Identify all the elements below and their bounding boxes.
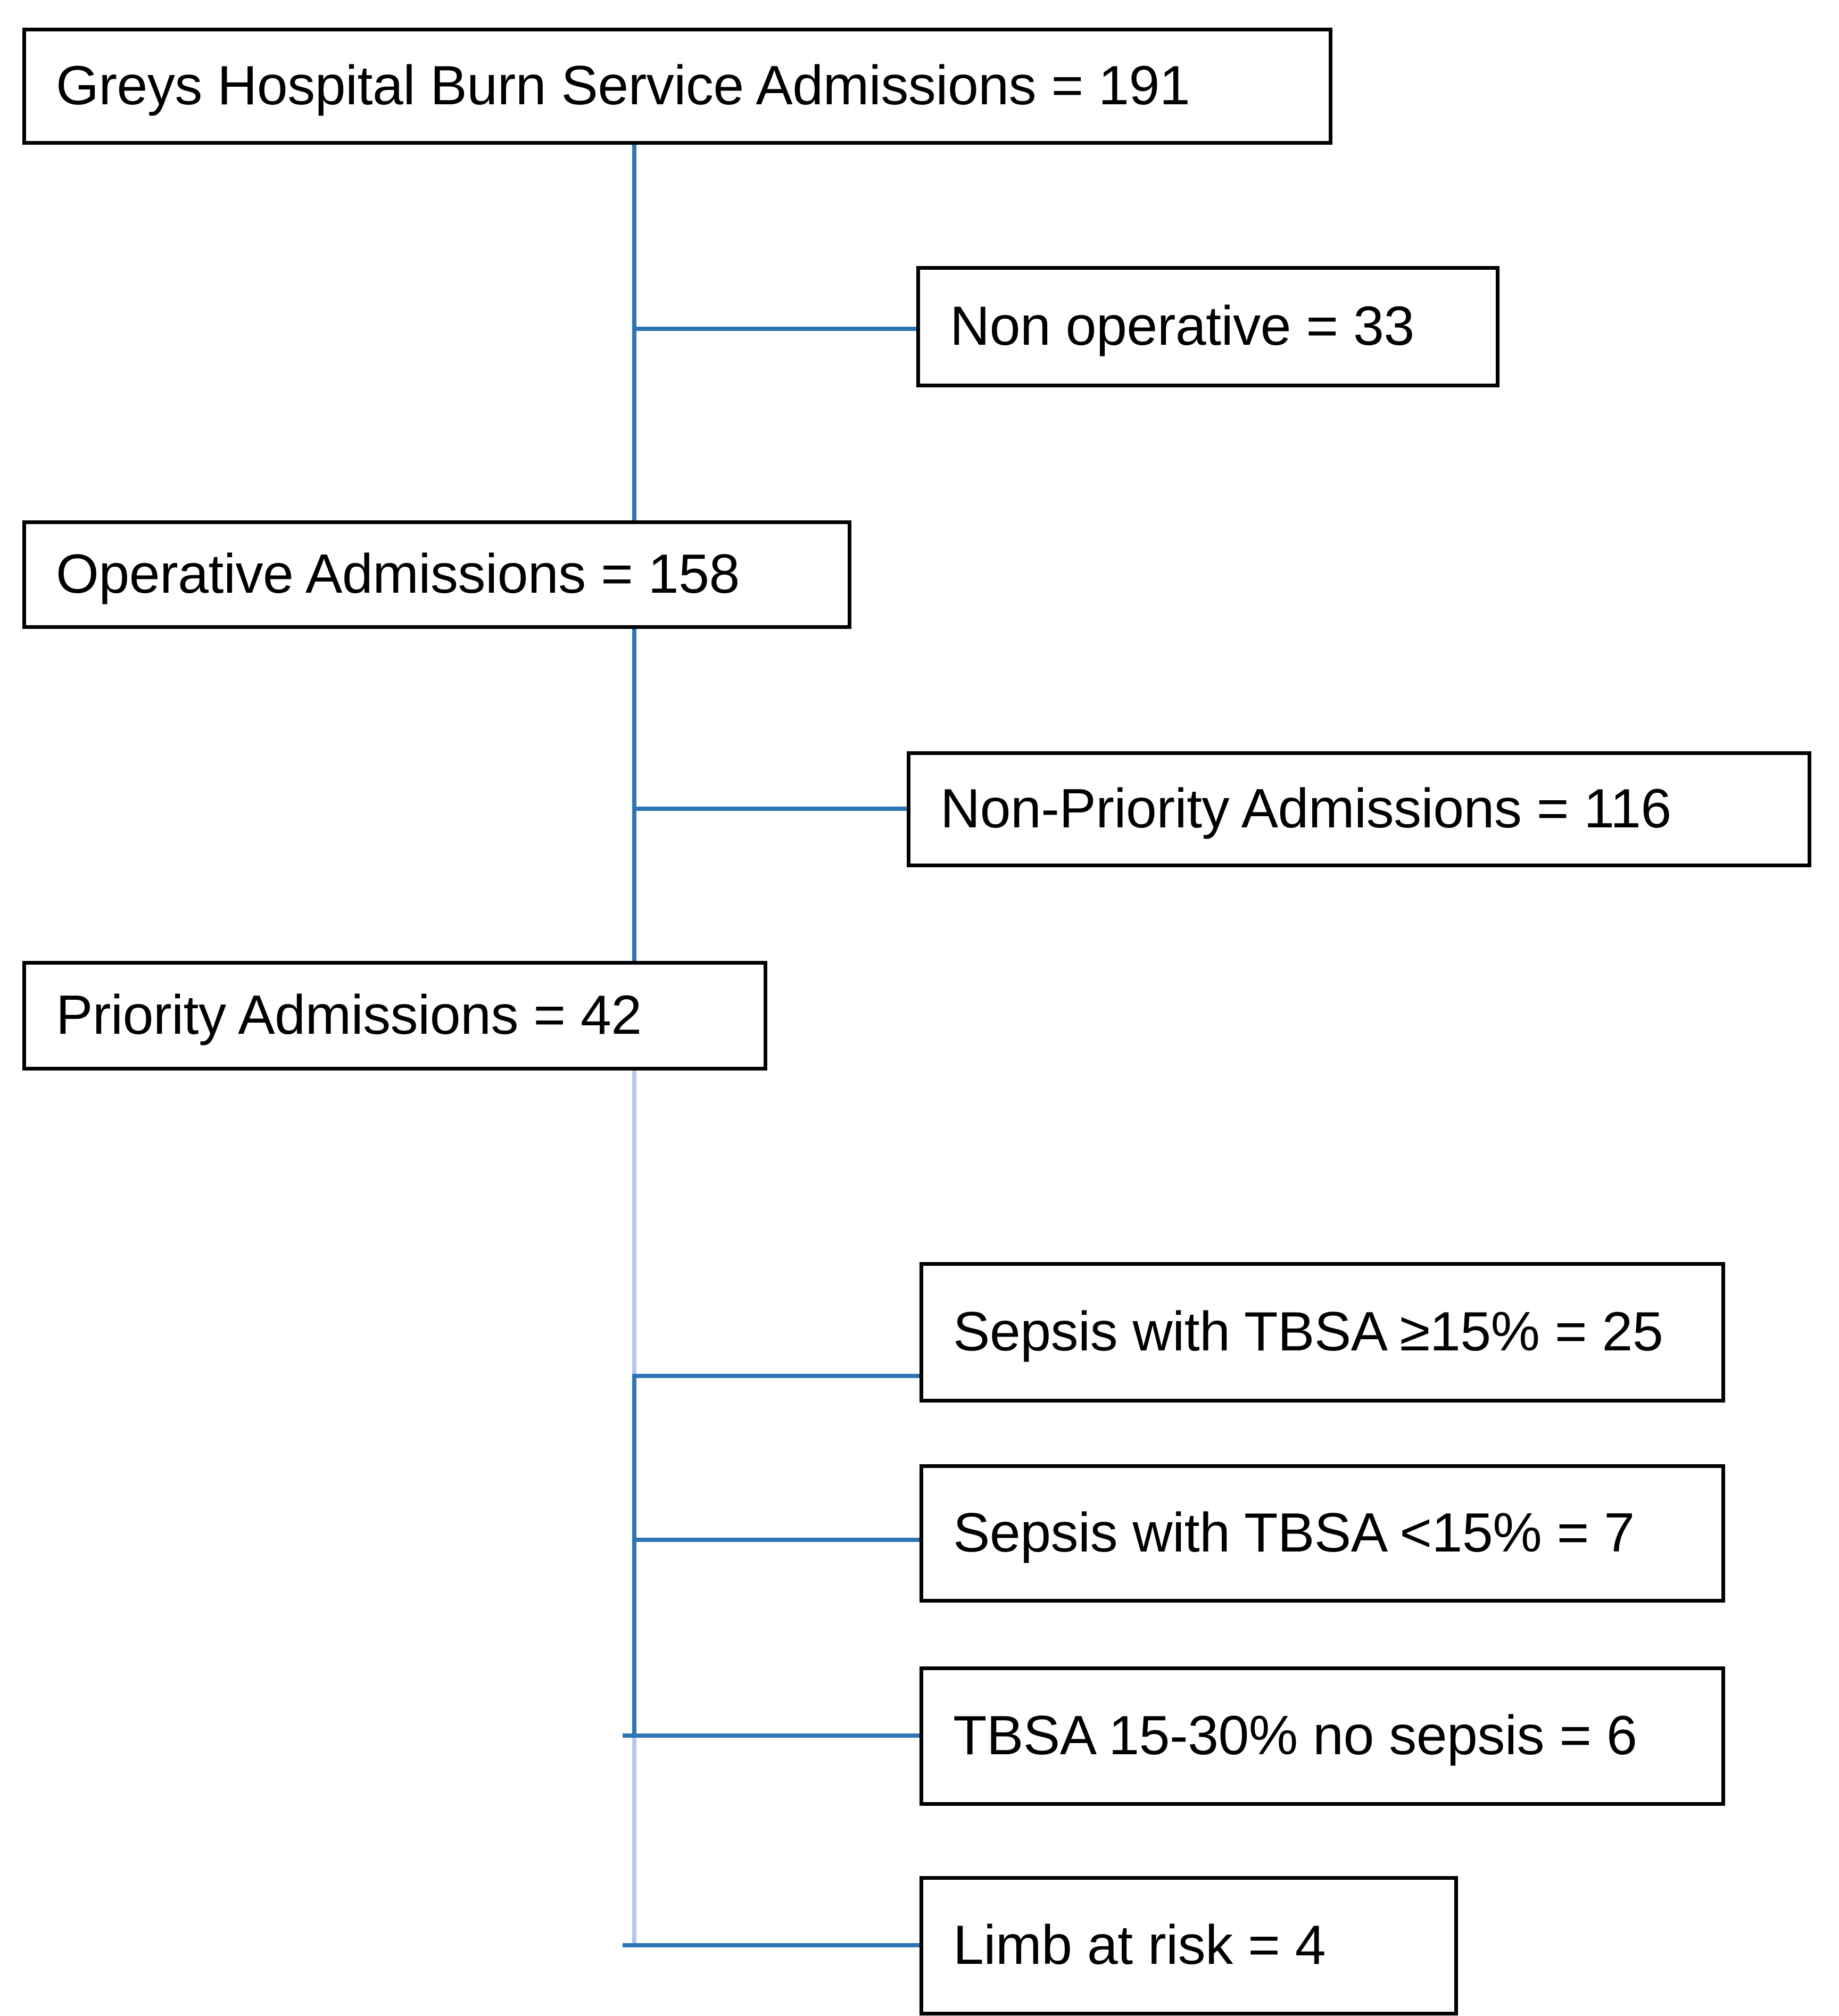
trunk-line-segment-tbsa bbox=[632, 1538, 636, 1736]
node-label-tbsa-15-30-no-sepsis: TBSA 15-30% no sepsis = 6 bbox=[953, 1705, 1637, 1767]
trunk-line-segment-upper-mid bbox=[632, 627, 636, 965]
node-label-priority-admissions: Priority Admissions = 42 bbox=[56, 984, 642, 1047]
node-label-total-admissions: Greys Hospital Burn Service Admissions =… bbox=[56, 55, 1190, 117]
node-label-non-operative: Non operative = 33 bbox=[950, 295, 1414, 358]
trunk-line-segment-top bbox=[632, 142, 636, 524]
branch-line-non-priority bbox=[632, 807, 907, 811]
branch-line-limb-at-risk bbox=[623, 1943, 920, 1947]
node-non-operative[interactable]: Non operative = 33 bbox=[916, 266, 1500, 387]
node-label-sepsis-tbsa-lt15: Sepsis with TBSA <15% = 7 bbox=[953, 1502, 1635, 1564]
trunk-line-segment-lower bbox=[632, 1067, 636, 1377]
node-sepsis-tbsa-lt15[interactable]: Sepsis with TBSA <15% = 7 bbox=[920, 1464, 1725, 1603]
branch-line-sepsis-lt15 bbox=[632, 1538, 920, 1542]
branch-line-non-operative bbox=[632, 327, 916, 331]
trunk-line-segment-bottom bbox=[632, 1733, 636, 1946]
node-tbsa-15-30-no-sepsis[interactable]: TBSA 15-30% no sepsis = 6 bbox=[920, 1666, 1725, 1806]
node-label-limb-at-risk: Limb at risk = 4 bbox=[953, 1914, 1326, 1977]
branch-line-tbsa-15-30 bbox=[623, 1733, 920, 1738]
node-label-sepsis-tbsa-ge15: Sepsis with TBSA ≥15% = 25 bbox=[953, 1301, 1663, 1363]
node-limb-at-risk[interactable]: Limb at risk = 4 bbox=[920, 1876, 1458, 2015]
node-label-non-priority-admissions: Non-Priority Admissions = 116 bbox=[940, 778, 1671, 840]
node-non-priority-admissions[interactable]: Non-Priority Admissions = 116 bbox=[907, 751, 1811, 867]
node-sepsis-tbsa-ge15[interactable]: Sepsis with TBSA ≥15% = 25 bbox=[920, 1262, 1725, 1403]
trunk-line-segment-sepsis bbox=[632, 1374, 636, 1540]
node-priority-admissions[interactable]: Priority Admissions = 42 bbox=[22, 961, 767, 1071]
branch-line-sepsis-ge15 bbox=[632, 1374, 920, 1378]
node-label-operative-admissions: Operative Admissions = 158 bbox=[56, 543, 740, 605]
node-total-admissions[interactable]: Greys Hospital Burn Service Admissions =… bbox=[22, 28, 1332, 145]
node-operative-admissions[interactable]: Operative Admissions = 158 bbox=[22, 520, 851, 629]
